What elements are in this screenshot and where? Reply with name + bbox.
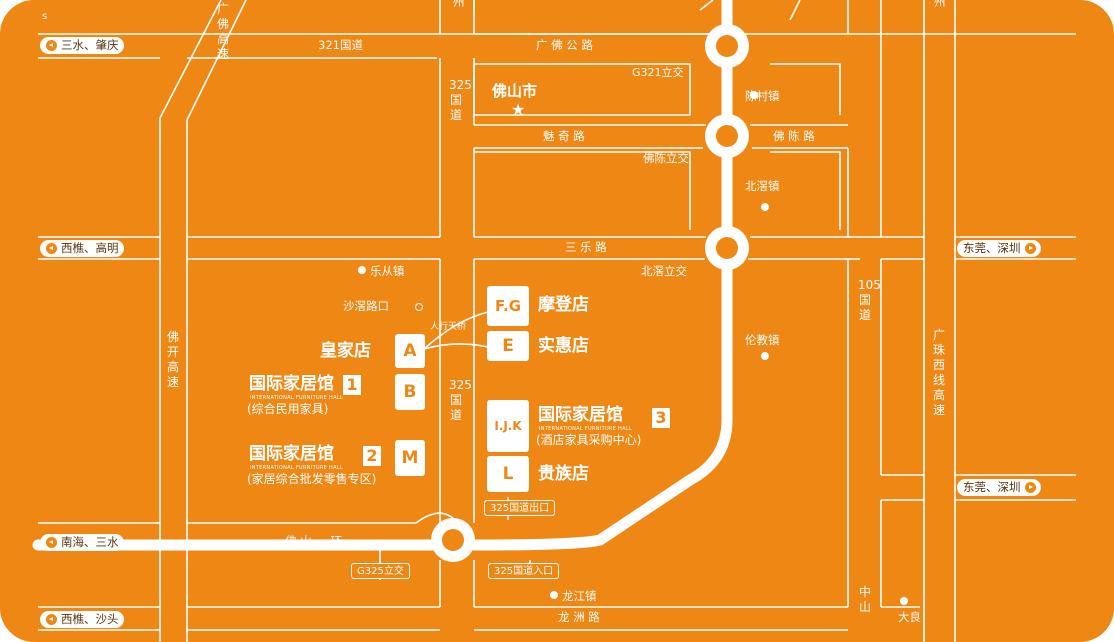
town-lunjiao: 伦教镇 [745,333,780,347]
town-dot [358,266,366,274]
city-label: 佛山市 [492,82,538,100]
exit-label: 东莞、深圳 [963,480,1021,494]
arrow-right-icon [1024,243,1036,254]
ring-road-west-label: 佛 山 一 环 [285,534,342,548]
hall-1-en: INTERNATIONAL FURNITURE HALL [250,395,343,401]
hall-2-code: M [395,440,425,476]
ring-road-main [32,0,733,551]
road-325-label-a: 325国道 [449,78,472,122]
ring-road-east-label: 佛山一环 [720,320,733,379]
road-guangfo-expressway-line [159,0,247,237]
store-code-fg: F.G [487,286,529,326]
hall-1-code: B [395,374,425,410]
road-321-label: 321国道 [318,38,363,52]
exit-label: 三水、肇庆 [61,38,119,52]
hall-1-number: 1 [343,375,361,395]
hall-1-subtitle: (综合民用家具) [247,402,329,416]
hall-2-subtitle: (家居综合批发零售专区) [247,472,377,486]
exit-dongguan-shenzhen-1: 东莞、深圳 [957,240,1041,257]
road-321-line [38,33,713,59]
hall-3-subtitle: (酒店家具采购中心) [536,433,642,447]
town-shajiao: 沙滘路口 [343,299,389,313]
bottom-curve-left [415,512,456,524]
exit-xiqiao-shatou: 西樵、沙头 [40,611,124,628]
road-fochen-label: 佛 陈 路 [773,129,815,143]
block-right [770,63,841,230]
hall-3-number: 3 [652,408,670,428]
exit-label: 西樵、高明 [61,241,119,255]
arrow-right-icon [1024,482,1036,493]
road-guangzhu-line [923,0,956,642]
arrow-left-icon [46,243,57,254]
town-beijiao: 北滘镇 [745,179,780,193]
block-city [473,63,691,116]
town-chencun: 陈村镇 [745,89,780,103]
road-longzhou-label: 龙 洲 路 [558,610,600,624]
store-huangjia: 皇家店 [320,341,371,361]
town-dot [750,91,758,99]
hall-3-code: I.J.K [487,400,529,452]
road-misc-line [473,0,801,21]
g325-interchange-tag: G325立交 [351,563,410,579]
zhongshan-label: 中山 [858,585,871,614]
arrow-left-icon [46,537,57,548]
arrow-left-icon [46,614,57,625]
guangzhu-west-expressway-label: 广珠西线高速 [932,328,945,417]
star-icon: ★ [511,100,526,119]
r325-entrance-tag: 325国道入口 [488,563,560,579]
footbridge-curve [423,311,489,350]
exit-dongguan-shenzhen-2: 东莞、深圳 [957,479,1041,496]
road-lower-right-line [881,474,1076,501]
hall-2-title: 国际家居馆 [249,444,334,464]
town-ring [415,303,423,311]
store-code-a: A [395,334,425,368]
road-105-label: 105国道 [858,278,881,322]
exit-label: 南海、三水 [61,535,119,549]
hall-2-number: 2 [363,446,381,466]
road-325-lower-line [439,560,475,607]
hall-2-en: INTERNATIONAL FURNITURE HALL [250,465,343,471]
footbridge-label: 人行天桥 [430,322,467,332]
road-sanle-label: 三 乐 路 [565,240,607,254]
town-dot [550,591,558,599]
town-dot [761,203,769,211]
town-daliang: 大良 [898,610,921,624]
hall-1-title: 国际家居馆 [249,374,334,394]
block-mid [474,151,691,230]
exit-sanshui-zhaoqing: 三水、肇庆 [40,37,124,54]
r325-exit-tag: 325国道出口 [484,500,556,516]
town-dot [761,352,769,360]
store-modern: 摩登店 [538,295,589,315]
top-zhou2-label: 州 [934,0,946,9]
road-meiqi-label: 魅 奇 路 [543,129,585,143]
arrow-left-icon [46,40,57,51]
beijiao-interchange-label: 北滘立交 [641,264,687,278]
guangfo-expressway-label: 广佛高速 [216,2,229,61]
hall-3-en: INTERNATIONAL FURNITURE HALL [539,426,632,432]
top-s-label: s [42,11,48,22]
store-code-e: E [487,331,529,361]
exit-label: 东莞、深圳 [963,241,1021,255]
road-bottom-line [38,606,920,631]
store-code-l: L [487,456,529,492]
town-longjiang: 龙江镇 [562,589,597,603]
road-guangfo-label: 广 佛 公 路 [536,38,593,52]
town-dot [900,597,908,605]
store-shihui: 实惠店 [538,336,589,356]
road-105-line [847,0,882,607]
store-guizu: 贵族店 [538,464,589,484]
exit-nanhai-sanshui: 南海、三水 [40,534,124,551]
fokai-expressway-label: 佛开高速 [166,330,179,389]
exit-label: 西樵、沙头 [61,612,119,626]
road-325-label-b: 325国道 [449,378,472,422]
hall-3-title: 国际家居馆 [538,405,623,425]
g321-interchange-label: G321立交 [632,66,684,79]
exit-xiqiao-gaoming: 西樵、高明 [40,240,124,257]
road-fokai-line [159,237,188,642]
top-zhou-label: 州 [453,0,465,9]
town-lecong: 乐从镇 [370,264,405,278]
fochen-interchange-label: 佛陈立交 [643,151,689,165]
